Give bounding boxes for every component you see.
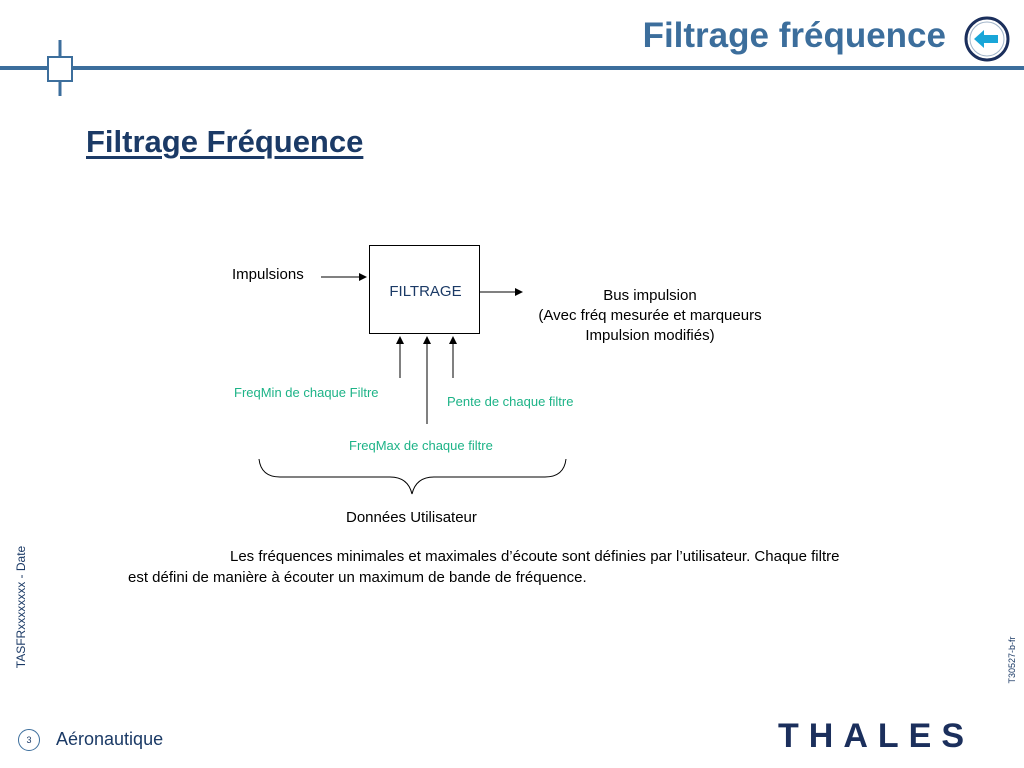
description-paragraph: Les fréquences minimales et maximales d’… (128, 546, 928, 588)
output-line-3: Impulsion modifiés) (585, 327, 715, 344)
header-rule (0, 66, 1024, 70)
description-line-1: Les fréquences minimales et maximales d’… (230, 548, 840, 565)
corner-crosshair-decoration (47, 40, 73, 96)
side-reference: TASFRxxxxxxxx - Date (14, 545, 28, 669)
back-arrow-icon[interactable] (962, 14, 1012, 64)
header-title: Filtrage fréquence (642, 16, 946, 55)
filter-box-label: FILTRAGE (389, 283, 462, 300)
description-line-2: est défini de manière à écouter un maxim… (128, 569, 587, 586)
svg-text:THALES: THALES (778, 718, 974, 750)
page-number: 3 (18, 729, 40, 751)
input-label: Impulsions (232, 266, 304, 283)
param-freqmax-label: FreqMax de chaque filtre (349, 438, 493, 453)
thales-logo: THALES (778, 718, 974, 750)
output-line-2: (Avec fréq mesurée et marqueurs (538, 307, 762, 324)
footer-section-label: Aéronautique (56, 729, 164, 749)
user-data-label: Données Utilisateur (346, 509, 477, 526)
output-label: Bus impulsion (Avec fréq mesurée et marq… (510, 286, 790, 346)
param-freqmin-label: FreqMin de chaque Filtre (234, 385, 379, 400)
user-data-brace (258, 458, 567, 495)
document-code: T30527-b-fr (1007, 636, 1017, 684)
slide-title: Filtrage Fréquence (86, 124, 364, 159)
param-pente-label: Pente de chaque filtre (447, 394, 574, 409)
output-line-1: Bus impulsion (603, 287, 697, 304)
filter-box: FILTRAGE (369, 245, 480, 334)
